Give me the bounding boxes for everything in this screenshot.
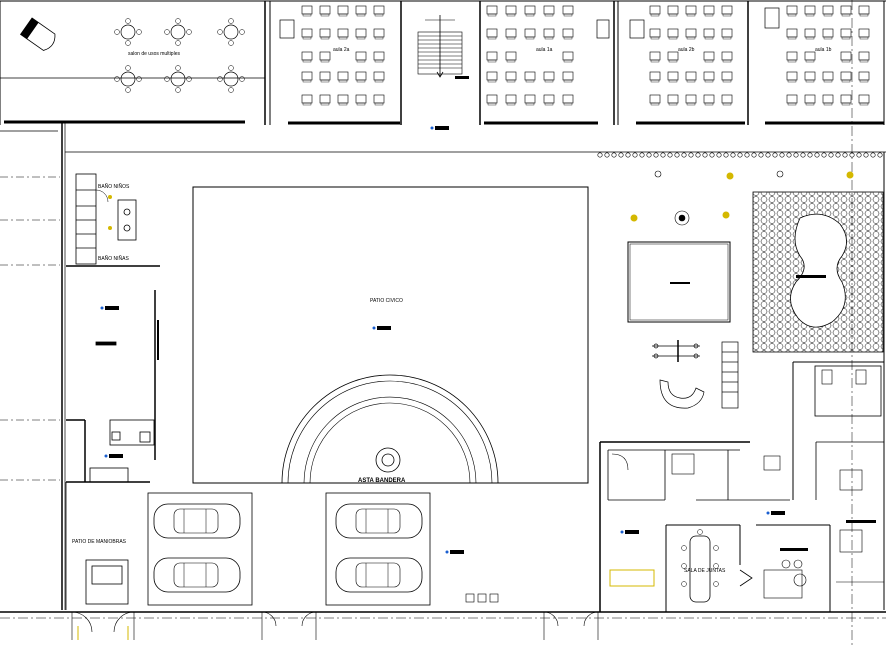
hedge-shrub [821,152,827,158]
hedge-shrub [667,152,673,158]
hedge-shrub [751,152,757,158]
parking [65,482,431,610]
hedge-shrub [758,152,764,158]
level-marker [100,306,119,310]
level-marker [372,326,391,330]
hedge-shrub [828,152,834,158]
hedge-shrub [611,152,617,158]
hedge-shrub [835,152,841,158]
hedge-shrub [723,152,729,158]
aula-2b-label: aula 2b [678,47,695,53]
hedge-shrub [674,152,680,158]
bano-ninos-label: BAÑO NIÑOS [98,183,130,190]
hedge-shrub [842,152,848,158]
entrance-gates [71,611,599,640]
hedge-shrub [856,152,862,158]
playground [652,340,739,409]
hedge-shrub [653,152,659,158]
hedge-shrub [604,152,610,158]
bathrooms [66,173,160,267]
pool-label-bar [796,275,826,278]
hedge-shrub [800,152,806,158]
bench-icon [465,593,499,603]
bano-ninas-label: BAÑO NIÑAS [98,255,130,262]
classroom-desks-a [279,5,385,106]
classroom-desks-d [764,5,870,106]
hedge-shrub [870,152,876,158]
patio-civico-label: PATIO CIVICO [370,298,403,304]
hedge-shrub [702,152,708,158]
piano-icon [19,17,56,51]
asta-bandera-label: ASTA BANDERA [358,478,406,484]
hedge-shrub [646,152,652,158]
hedge-shrub [716,152,722,158]
lamp-icon [108,195,112,199]
salon-label: salon de usos multiples [128,51,180,57]
hedge-shrub [772,152,778,158]
patio-maniobras-label: PATIO DE MANIOBRAS [72,539,127,545]
sala-juntas-label: SALA DE JUNTAS [684,568,726,574]
civic-patio [192,186,589,484]
hedge-shrub [730,152,736,158]
hedge-shrub [765,152,771,158]
hedge-shrub [688,152,694,158]
level-marker [445,550,464,554]
hedge-shrub [625,152,631,158]
aula-2a-label: aula 2a [333,47,350,53]
hedge-shrub [660,152,666,158]
lamp-icon [108,226,112,230]
classroom-desks-c [629,5,733,106]
level-marker [104,454,123,458]
level-marker [766,511,785,515]
hedge-shrub [863,152,869,158]
hedge-shrub [814,152,820,158]
aula-1a-label: aula 1a [536,47,553,53]
hedge-shrub [695,152,701,158]
classroom-desks-b [486,5,610,106]
pool-shape [790,213,847,328]
hedge-shrub [709,152,715,158]
car-icon [335,503,423,539]
top-classroom-block [0,0,886,125]
garden-plants [654,170,784,226]
car-icon [335,557,423,593]
car-icon [153,503,241,539]
hedge-shrub [639,152,645,158]
hedge-shrub [877,152,883,158]
planter-box [627,241,731,323]
car-icon [153,557,241,593]
hedge-shrub [779,152,785,158]
level-marker [620,530,639,534]
hedge-shrub [807,152,813,158]
hedge-shrub [793,152,799,158]
sofa-icon [609,569,655,587]
hedge-shrub [786,152,792,158]
hedge-shrub [632,152,638,158]
level-marker [430,126,449,130]
admin-block [599,361,884,612]
hedge-shrub [849,152,855,158]
aula-1b-label: aula 1b [815,47,832,53]
hedge-shrub [737,152,743,158]
flower-icon [630,171,854,222]
hedge-shrub [681,152,687,158]
left-office [66,290,159,483]
staircase [417,15,469,79]
hedge-shrub [618,152,624,158]
hedge-shrub [597,152,603,158]
hedge-shrub [744,152,750,158]
hedge-row [597,152,883,158]
